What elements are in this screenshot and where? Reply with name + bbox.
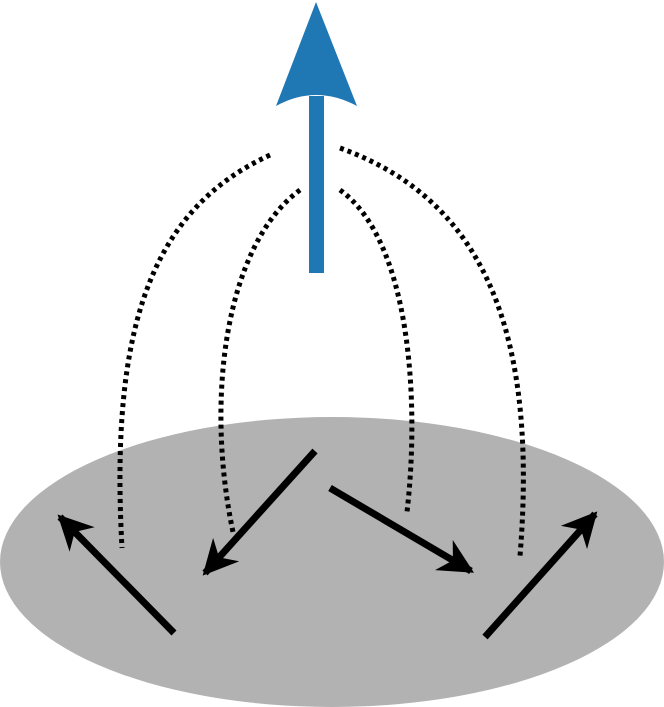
outer-right-dotted-curve xyxy=(339,145,526,557)
inner-left-dotted-curve xyxy=(218,187,302,533)
blue-up-arrow xyxy=(276,2,357,273)
gray-plane-ellipse xyxy=(0,417,664,707)
field-lines xyxy=(117,145,526,557)
arrow-down-left xyxy=(202,448,318,576)
arrow-down-right xyxy=(328,484,475,575)
arrow-up-right xyxy=(482,511,598,640)
blue-arrowhead xyxy=(276,2,357,106)
small-arrows xyxy=(57,448,598,640)
blue-arrow-shaft xyxy=(309,96,324,273)
outer-left-dotted-curve xyxy=(117,152,272,549)
inner-right-dotted-curve xyxy=(338,187,415,513)
arrow-up-left xyxy=(57,514,177,636)
